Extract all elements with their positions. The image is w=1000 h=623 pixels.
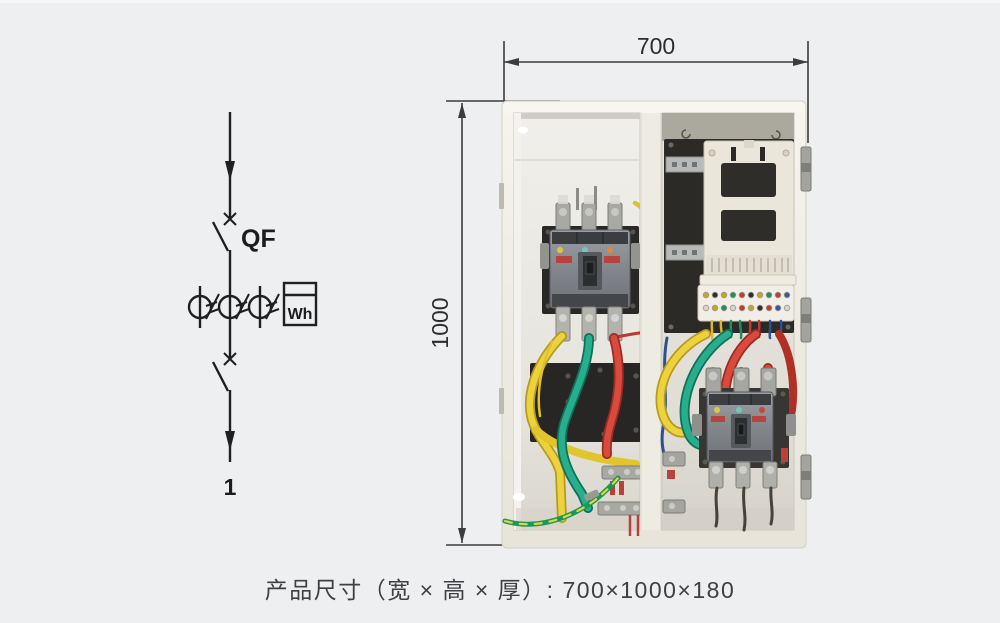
left-door-hinge-mark bbox=[499, 388, 504, 414]
screw-hole bbox=[513, 493, 525, 501]
upper-breaker-top-terminals bbox=[555, 186, 623, 234]
arrowhead bbox=[458, 103, 466, 118]
indicator-dot bbox=[557, 247, 563, 253]
width-dimension: 700 bbox=[503, 33, 809, 143]
outgoing-arrow-icon bbox=[225, 431, 235, 451]
outgoing-stud-bars bbox=[597, 465, 643, 536]
indicator-dot bbox=[714, 407, 720, 413]
upper-mccb bbox=[540, 229, 640, 309]
meter-window bbox=[721, 210, 776, 241]
conductor-slashes bbox=[205, 293, 280, 320]
door-hinges bbox=[800, 146, 812, 500]
cabinet-photo bbox=[499, 100, 812, 549]
ct-circle bbox=[247, 294, 273, 320]
din-rail bbox=[665, 156, 705, 261]
breaker-symbol-qf bbox=[211, 212, 237, 285]
dimension-annotations: 700 1000 bbox=[427, 33, 809, 546]
left-door-hinge-mark bbox=[499, 183, 504, 209]
earth-wire bbox=[502, 475, 621, 527]
hanger-hook bbox=[771, 130, 781, 140]
right-compartment bbox=[655, 112, 798, 532]
arrowhead bbox=[504, 58, 519, 66]
meter-window bbox=[721, 163, 776, 197]
incoming-arrow-icon bbox=[225, 161, 235, 181]
arrowhead bbox=[458, 528, 466, 543]
meter-label: Wh bbox=[288, 306, 313, 323]
wh-meter-box bbox=[282, 281, 318, 327]
screw-hole bbox=[518, 126, 528, 134]
outgoing-label: 1 bbox=[224, 474, 237, 500]
height-dimension: 1000 bbox=[427, 100, 560, 546]
left-compartment bbox=[502, 112, 703, 536]
single-line-diagram: QF Wh 1 bbox=[187, 112, 318, 500]
lower-breaker-bottom-terminals bbox=[708, 461, 778, 489]
product-size-caption: 产品尺寸（宽 × 高 × 厚）: 700×1000×180 bbox=[264, 577, 736, 603]
hanger-hook bbox=[681, 129, 691, 139]
arrowhead bbox=[793, 58, 808, 66]
indicator-dot bbox=[582, 247, 588, 253]
ct-circle bbox=[187, 294, 213, 320]
indicator-dot bbox=[736, 407, 742, 413]
cable-yellow-sweep bbox=[532, 426, 640, 468]
breaker-toggle bbox=[585, 261, 595, 275]
center-mullion bbox=[640, 113, 662, 530]
breaker-label: QF bbox=[241, 225, 276, 253]
meter-mounting-plate bbox=[699, 140, 797, 306]
indicator-dot bbox=[607, 247, 613, 253]
meter-terminal-block bbox=[697, 284, 795, 322]
phase-cables-left bbox=[524, 331, 640, 523]
width-dim-label: 700 bbox=[637, 33, 675, 59]
indicator-dot bbox=[759, 407, 765, 413]
height-dim-label: 1000 bbox=[427, 297, 453, 348]
aux-terminals bbox=[662, 451, 686, 514]
outgoing-breaker-symbol bbox=[211, 352, 237, 462]
breaker-toggle bbox=[737, 423, 745, 436]
lower-mccb bbox=[692, 367, 796, 532]
load-side-wires bbox=[714, 486, 774, 532]
ct-symbols bbox=[187, 285, 280, 358]
ct-circle bbox=[217, 294, 243, 320]
